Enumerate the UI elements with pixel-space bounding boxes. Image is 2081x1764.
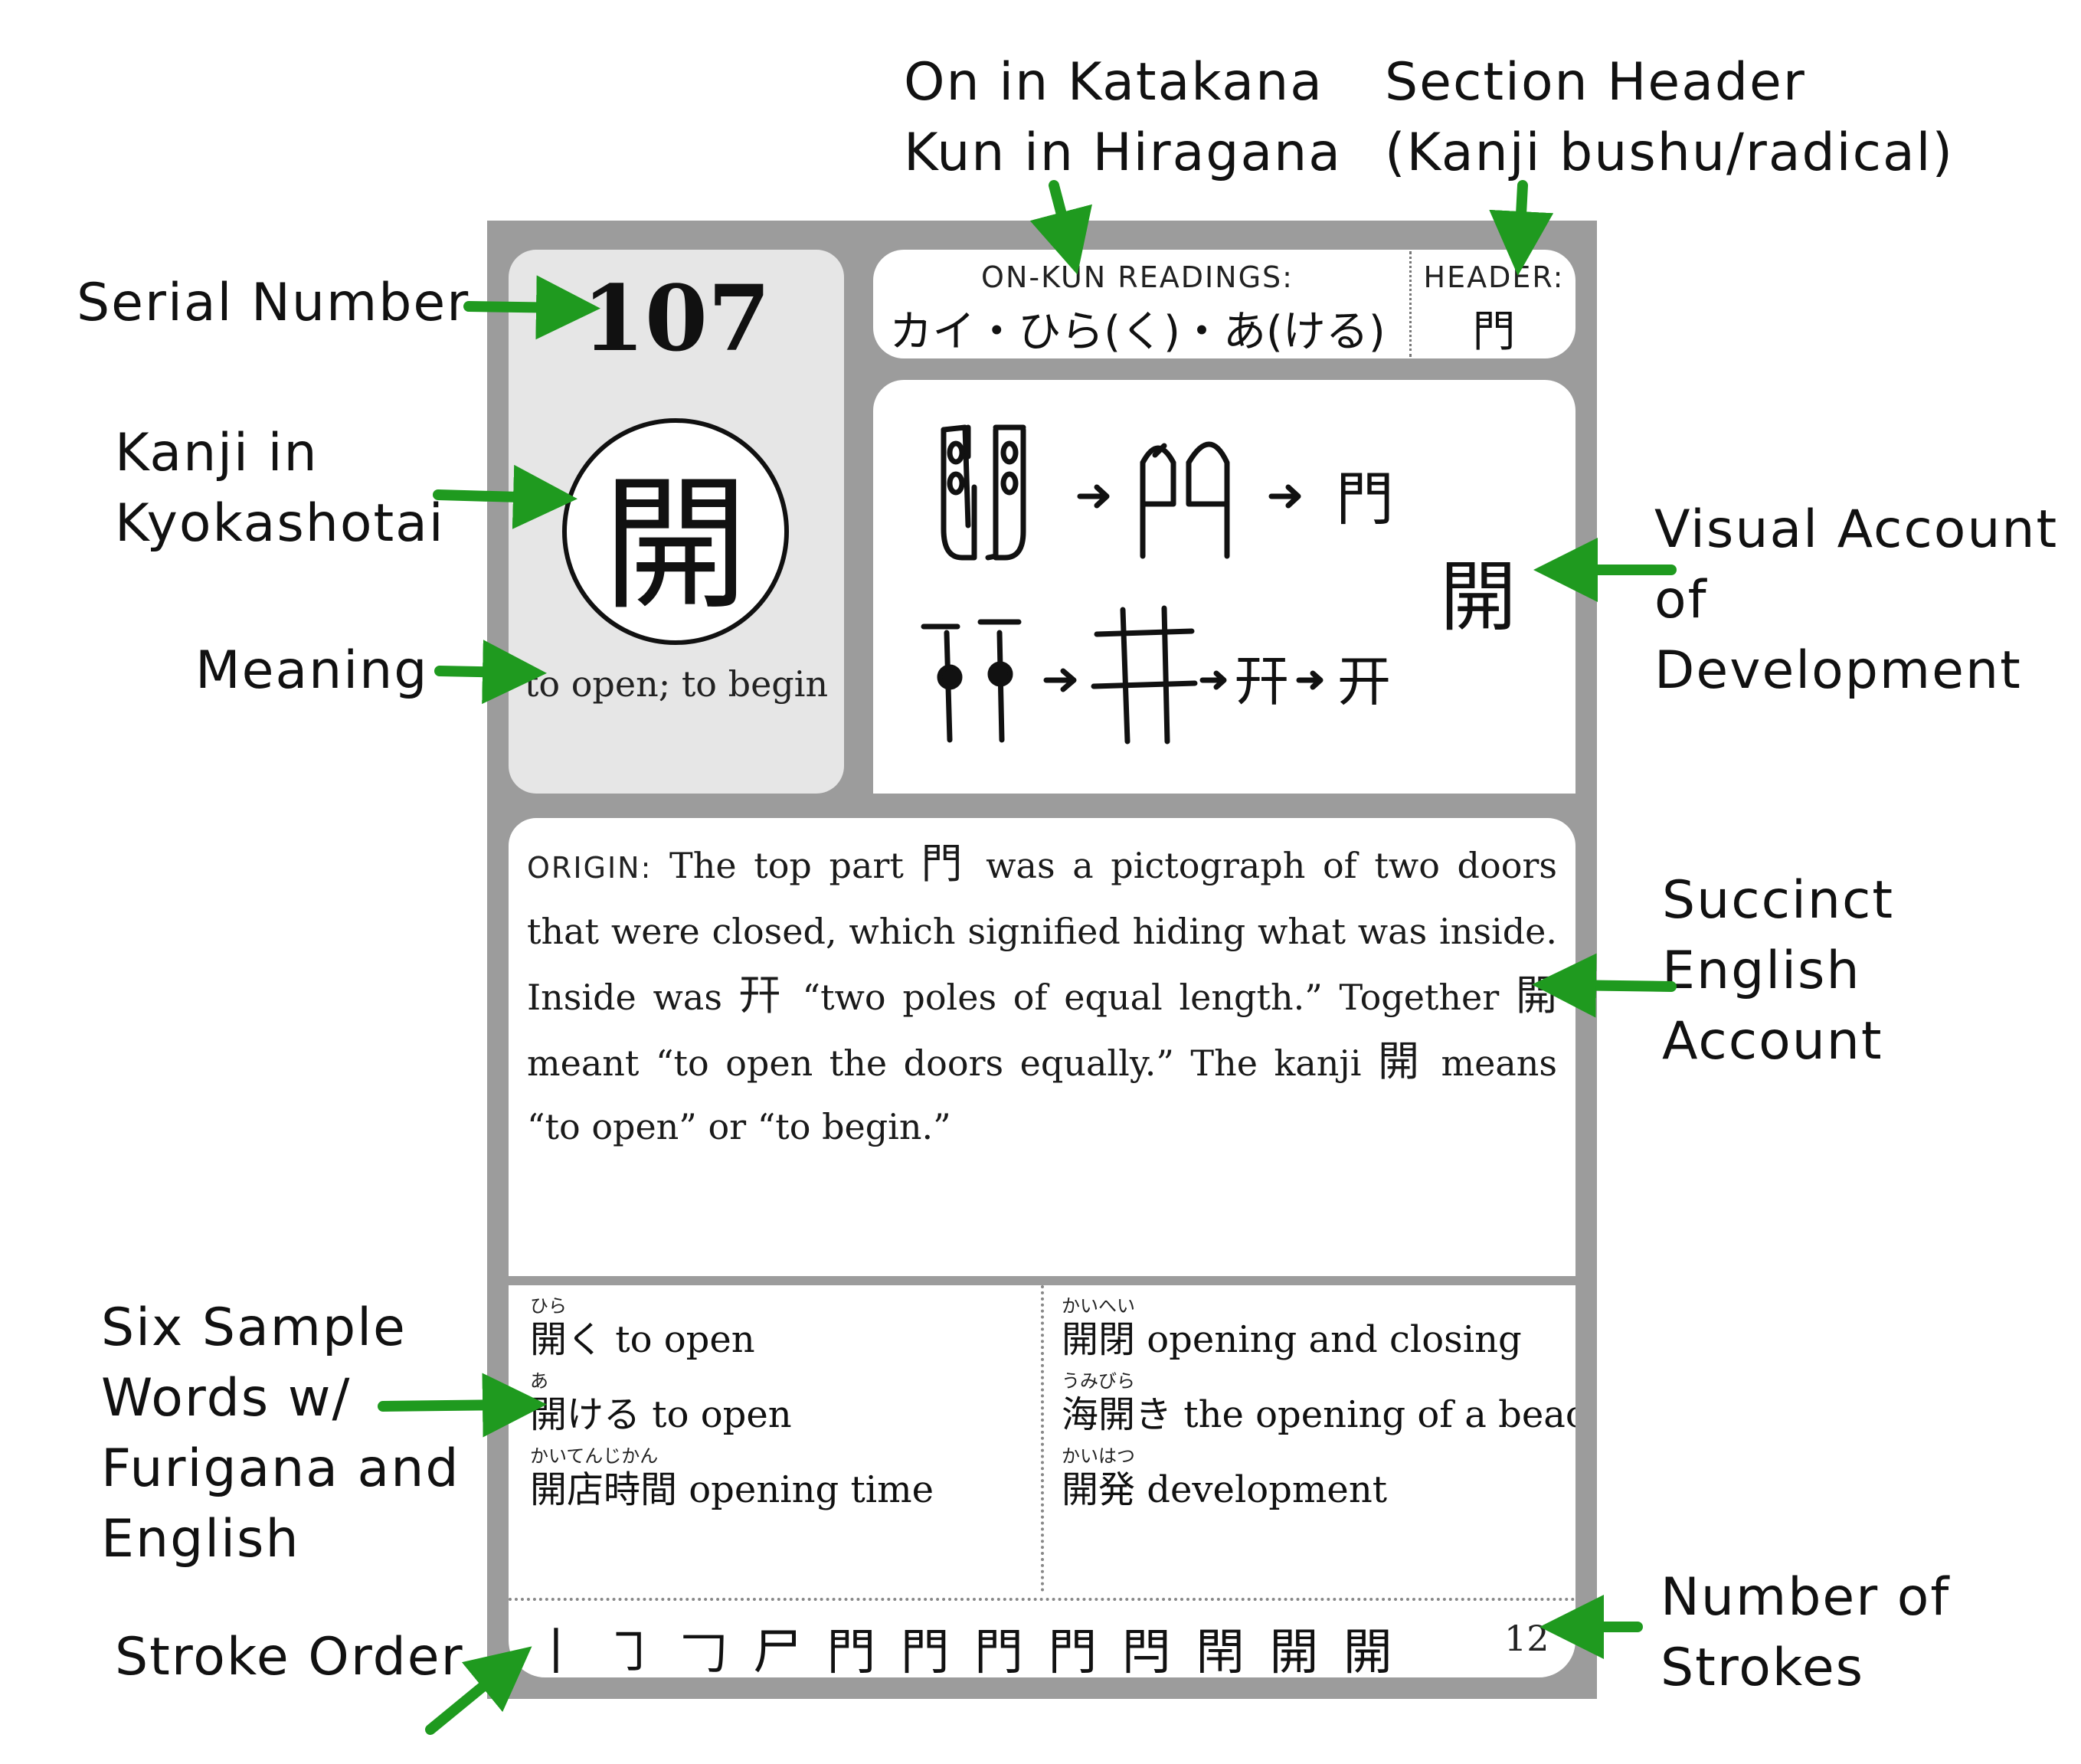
word-kanji: 開発 [1062, 1468, 1136, 1511]
word-furigana: かいへい [1062, 1295, 1135, 1317]
word-furigana: ひら [530, 1295, 567, 1317]
label-section-header: Section Header (Kanji bushu/radical) [1385, 52, 1955, 183]
sample-words-panel: ひら 開く to open あ 開ける to open かいてんじかん 開店時間… [509, 1285, 1575, 1677]
arrow-stroke-order [425, 1646, 532, 1735]
word-kanji: 開店時間 [530, 1468, 678, 1511]
label-serial-number: Serial Number [77, 273, 470, 333]
origin-text-part: “two poles of equal length.” Together [785, 977, 1516, 1018]
stroke-order-sequence: 丨 ㇆ 𠃌 尸 門 門 門 門 閂 閈 開 開 [532, 1625, 1397, 1677]
kanji-character: 開 [602, 460, 748, 630]
kanji-circle: 開 [562, 418, 789, 645]
word-kanji: 開く [530, 1318, 604, 1361]
readings-divider [1409, 251, 1412, 357]
kanji-card: 107 開 to open; to begin ON-KUN READINGS:… [487, 221, 1597, 1699]
origin-label: ORIGIN: [527, 851, 653, 885]
bronze-doors-glyph [1140, 441, 1230, 559]
origin-text-part: The top part [652, 845, 921, 886]
development-final-kanji: 開 [1440, 552, 1517, 642]
word-kanji: 開閉 [1062, 1318, 1136, 1361]
sample-word: かいはつ 開発 development [1062, 1446, 1387, 1514]
development-illustration: 門 幵 开 開 [921, 424, 1517, 745]
origin-text-part: was a pictograph of two doors that were … [527, 845, 1557, 1018]
stroke-divider [509, 1598, 1575, 1601]
word-furigana: かいてんじかん [530, 1445, 659, 1467]
word-furigana: うみびら [1062, 1370, 1135, 1392]
label-meaning: Meaning [195, 640, 429, 701]
bronze-poles-glyph [1091, 605, 1198, 745]
development-row2-stage4: 开 [1337, 650, 1391, 713]
on-kun-readings: カイ・ひら(く)・あ(ける) [889, 307, 1386, 357]
label-number-of-strokes: Number of Strokes [1661, 1567, 1951, 1698]
arrow-kanji [433, 464, 578, 529]
word-kanji: 海開き [1062, 1393, 1173, 1436]
label-kanji-kyokashotai: Kanji in Kyokashotai [115, 423, 445, 554]
origin-kanji: 門 [921, 839, 969, 888]
development-row1-stage3: 門 [1336, 465, 1394, 533]
arrow-meaning [434, 640, 547, 705]
serial-number: 107 [581, 265, 771, 371]
label-stroke-order: Stroke Order [115, 1627, 464, 1687]
sample-word: うみびら 海開き the opening of a beach [1062, 1371, 1575, 1438]
origin-text-part: meant “to open the doors equally.” The k… [527, 1042, 1378, 1084]
readings-panel: ON-KUN READINGS: カイ・ひら(く)・あ(ける) HEADER: … [873, 250, 1575, 358]
word-kanji: 開ける [530, 1393, 641, 1436]
development-panel: 門 幵 开 開 [873, 380, 1575, 794]
development-arrow [1199, 670, 1227, 690]
origin-kanji: 幵 [738, 971, 786, 1019]
sample-word: ひら 開く to open [530, 1296, 755, 1363]
development-arrow [1268, 484, 1301, 509]
sample-word: かいてんじかん 開店時間 opening time [530, 1446, 934, 1514]
label-sample-words: Six Sample Words w/ Furigana and English [101, 1298, 460, 1569]
arrow-on-kun [1029, 180, 1092, 275]
ancient-doors-glyph [941, 424, 1026, 561]
origin-text-part: means “to open” or “to begin.” [527, 1042, 1558, 1147]
label-english-account: Succinct English Account [1662, 870, 1895, 1072]
word-english: opening time [689, 1468, 934, 1511]
word-english: development [1147, 1468, 1388, 1511]
word-english: the opening of a beach [1183, 1393, 1575, 1436]
label-visual-account: Visual Account of Development [1654, 499, 2059, 701]
word-english: to open [615, 1318, 755, 1361]
arrow-header [1489, 180, 1554, 276]
word-english: opening and closing [1147, 1318, 1522, 1361]
words-divider [1041, 1285, 1044, 1592]
arrow-serial-number [463, 275, 600, 340]
arrow-sample-words [378, 1373, 547, 1438]
origin-kanji: 開 [1377, 1037, 1425, 1085]
ancient-pole-dot [937, 664, 963, 690]
development-arrow [1043, 668, 1077, 692]
word-english: to open [652, 1393, 792, 1436]
header-radical: 門 [1472, 307, 1516, 357]
label-on-kun: On in Katakana Kun in Hiragana [904, 52, 1342, 183]
origin-panel: ORIGIN: The top part 門 was a pictograph … [509, 818, 1575, 1276]
development-arrow [1296, 670, 1324, 690]
sample-word: かいへい 開閉 opening and closing [1062, 1296, 1522, 1363]
development-row2-stage3: 幵 [1235, 650, 1288, 713]
kanji-meaning: to open; to begin [524, 663, 829, 705]
development-arrow [1077, 484, 1110, 509]
arrow-english-account [1532, 953, 1677, 1018]
word-furigana: かいはつ [1062, 1445, 1135, 1467]
ancient-pole-dot [987, 661, 1013, 687]
